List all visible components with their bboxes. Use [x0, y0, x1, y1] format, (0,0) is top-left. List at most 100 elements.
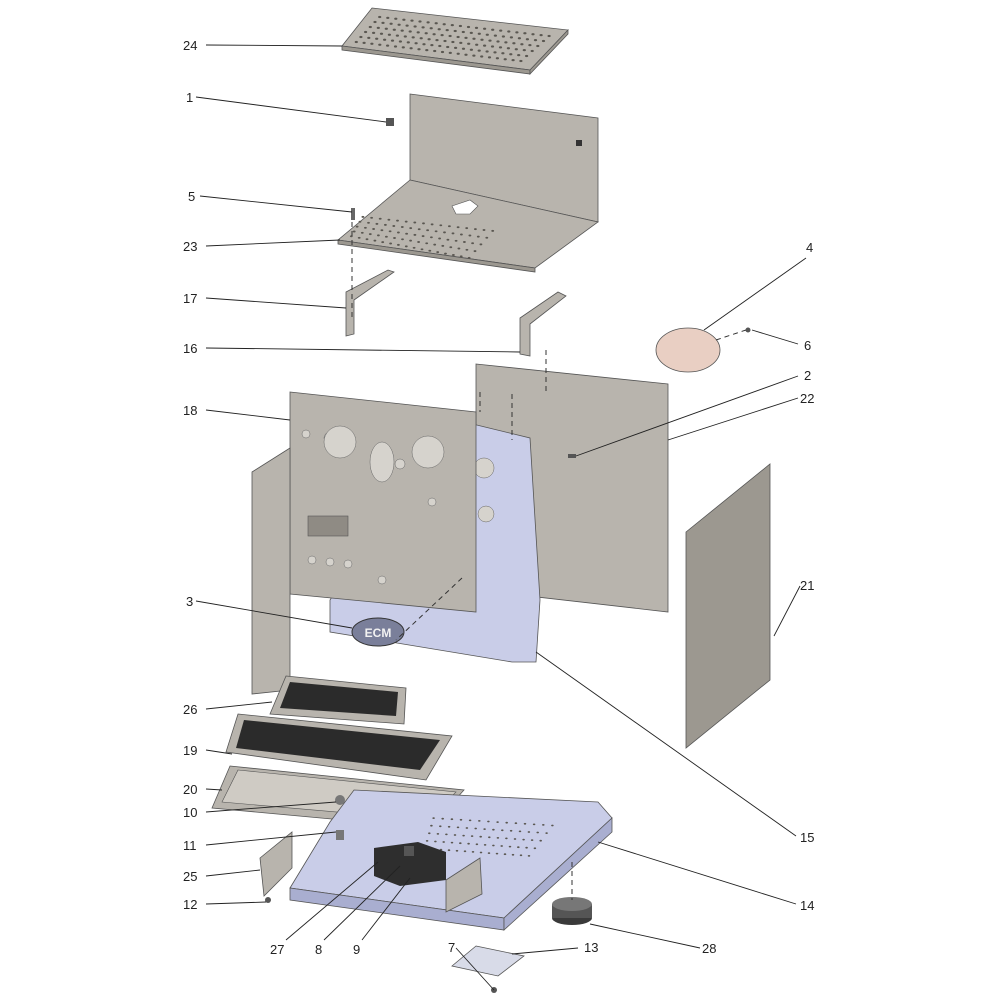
- perforation-hole: [384, 223, 387, 226]
- perforation-hole: [362, 41, 366, 45]
- perforation-hole: [428, 249, 432, 252]
- perforation-hole: [443, 231, 446, 234]
- perforation-hole: [503, 58, 507, 61]
- perforation-hole: [469, 48, 473, 51]
- perforation-hole: [504, 41, 508, 44]
- perforation-hole: [483, 843, 487, 846]
- perforation-hole: [447, 849, 451, 852]
- perforation-hole: [357, 236, 361, 239]
- perforation-hole: [409, 47, 413, 50]
- perforation-hole: [421, 235, 425, 238]
- perforation-hole: [409, 239, 412, 242]
- part-4-filter-disc: [655, 327, 721, 373]
- label-13: 13: [584, 940, 598, 955]
- label-9: 9: [353, 942, 360, 957]
- perforation-hole: [501, 829, 504, 832]
- perforation-hole: [365, 238, 369, 241]
- perforation-hole: [463, 850, 467, 853]
- perforation-hole: [536, 831, 539, 834]
- perforation-hole: [496, 40, 500, 43]
- perforation-hole: [530, 49, 534, 53]
- perforation-hole: [367, 36, 371, 40]
- perforation-hole: [551, 824, 554, 827]
- perforation-hole: [438, 44, 442, 48]
- leader-lines: [195, 44, 807, 991]
- part-21-right-side-panel: [685, 463, 771, 749]
- perforation-hole: [360, 231, 364, 234]
- part-14-base-frame: [289, 789, 613, 931]
- perforation-hole: [398, 40, 402, 43]
- perforation-hole: [462, 834, 465, 837]
- perforation-hole: [473, 250, 477, 253]
- perforation-hole: [435, 38, 439, 42]
- part-17-bracket: [345, 269, 395, 337]
- label-1: 1: [186, 90, 193, 105]
- label-18: 18: [183, 403, 197, 418]
- perforation-hole: [441, 244, 445, 247]
- perforation-hole: [485, 33, 489, 36]
- perforation-hole: [434, 22, 438, 25]
- perforation-hole: [522, 48, 526, 52]
- perforation-hole: [451, 40, 455, 44]
- perforation-hole: [487, 820, 490, 823]
- perforation-hole: [509, 36, 513, 39]
- perforation-hole: [456, 35, 460, 39]
- perforation-hole: [386, 16, 390, 20]
- perforation-hole: [459, 255, 463, 258]
- perforation-hole: [477, 49, 481, 52]
- perforation-hole: [479, 835, 483, 838]
- perforation-hole: [451, 232, 455, 235]
- perforation-hole: [389, 22, 393, 25]
- perforation-hole: [505, 837, 508, 840]
- perforation-hole: [383, 38, 387, 41]
- perforation-hole: [542, 823, 545, 826]
- perforation-hole: [530, 839, 534, 842]
- perforation-hole: [405, 232, 408, 235]
- perforation-hole: [448, 51, 452, 55]
- perforation-hole: [422, 43, 426, 46]
- perforation-hole: [390, 39, 395, 42]
- perforation-hole: [454, 239, 458, 242]
- perforation-hole: [377, 234, 380, 237]
- perforation-hole: [459, 41, 463, 45]
- perforation-hole: [421, 26, 425, 29]
- perforation-hole: [414, 42, 418, 45]
- label-10: 10: [183, 805, 197, 820]
- perforation-hole: [528, 43, 532, 47]
- perforation-hole: [442, 841, 446, 843]
- perforation-hole: [447, 825, 451, 828]
- perforation-hole: [372, 31, 376, 35]
- perforation-hole: [525, 54, 529, 58]
- perforation-hole: [477, 32, 481, 35]
- perforation-hole: [479, 851, 483, 854]
- part-26-drip-grille: [269, 675, 407, 725]
- perforation-hole: [501, 35, 505, 38]
- perforation-hole: [438, 237, 441, 240]
- perforation-hole: [425, 242, 429, 245]
- perforation-hole: [455, 849, 459, 852]
- perforation-hole: [440, 50, 445, 54]
- perforation-hole: [503, 853, 507, 856]
- perforation-hole: [445, 833, 448, 836]
- perforation-hole: [442, 23, 446, 26]
- perforation-hole: [467, 42, 471, 45]
- perforation-hole: [420, 248, 424, 251]
- perforation-hole: [387, 33, 391, 36]
- perforation-hole: [386, 44, 390, 47]
- label-16: 16: [183, 341, 197, 356]
- perforation-hole: [508, 845, 512, 848]
- perforation-hole: [514, 48, 518, 51]
- perforation-hole: [536, 44, 540, 48]
- perforation-hole: [394, 17, 398, 20]
- perforation-hole: [527, 854, 531, 857]
- label-5: 5: [188, 189, 195, 204]
- label-14: 14: [800, 898, 814, 913]
- perforation-hole: [506, 47, 510, 50]
- perforation-hole: [450, 841, 454, 844]
- perforation-hole: [413, 221, 417, 224]
- perforation-hole: [468, 819, 472, 822]
- perforation-hole: [466, 25, 471, 29]
- perforation-hole: [539, 33, 543, 37]
- perforation-hole: [501, 52, 505, 55]
- perforation-hole: [443, 39, 447, 43]
